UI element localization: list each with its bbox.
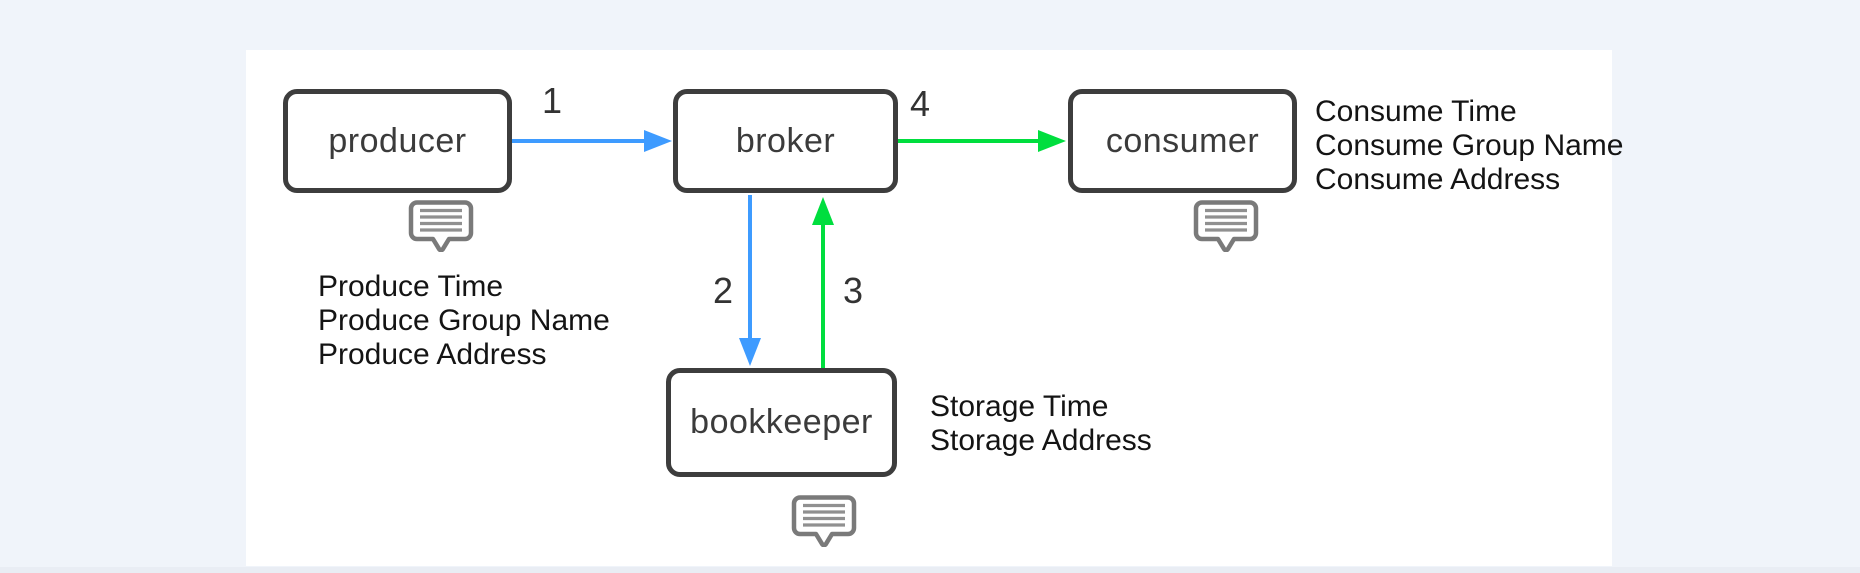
arrow-store-ack-line: [821, 222, 825, 368]
node-bookkeeper-label: bookkeeper: [690, 403, 873, 441]
produce-annotation: Produce Time Produce Group Name Produce …: [318, 270, 610, 372]
annotation-line: Produce Group Name: [318, 304, 610, 337]
annotation-line: Consume Time: [1315, 95, 1517, 128]
node-producer: producer: [283, 89, 512, 193]
arrow-number-2: 2: [712, 270, 734, 311]
comment-icon: [408, 200, 474, 252]
arrow-produce-head-icon: [644, 130, 672, 152]
annotation-line: Storage Address: [930, 424, 1152, 457]
arrow-consume-head-icon: [1038, 130, 1066, 152]
consume-annotation: Consume Time Consume Group Name Consume …: [1315, 95, 1623, 197]
bottom-edge-strip: [0, 567, 1860, 573]
arrow-consume-line: [898, 139, 1040, 143]
arrow-number-3: 3: [842, 270, 864, 311]
comment-icon: [1193, 200, 1259, 252]
comment-icon: [791, 495, 857, 547]
arrow-number-1: 1: [541, 80, 563, 121]
node-bookkeeper: bookkeeper: [666, 368, 897, 477]
annotation-line: Produce Address: [318, 338, 547, 371]
node-broker-label: broker: [735, 121, 836, 160]
arrow-number-4: 4: [909, 83, 931, 124]
node-producer-label: producer: [328, 121, 467, 160]
arrow-produce-line: [512, 139, 646, 143]
storage-annotation: Storage Time Storage Address: [930, 390, 1152, 458]
annotation-line: Consume Group Name: [1315, 129, 1624, 162]
node-consumer-label: consumer: [1105, 121, 1260, 160]
arrow-store-line: [748, 195, 752, 342]
arrow-store-head-icon: [739, 338, 761, 366]
node-consumer: consumer: [1068, 89, 1297, 193]
node-broker: broker: [673, 89, 898, 193]
arrow-store-ack-head-icon: [812, 197, 834, 225]
annotation-line: Consume Address: [1315, 163, 1561, 196]
annotation-line: Produce Time: [318, 270, 504, 303]
annotation-line: Storage Time: [930, 390, 1109, 423]
